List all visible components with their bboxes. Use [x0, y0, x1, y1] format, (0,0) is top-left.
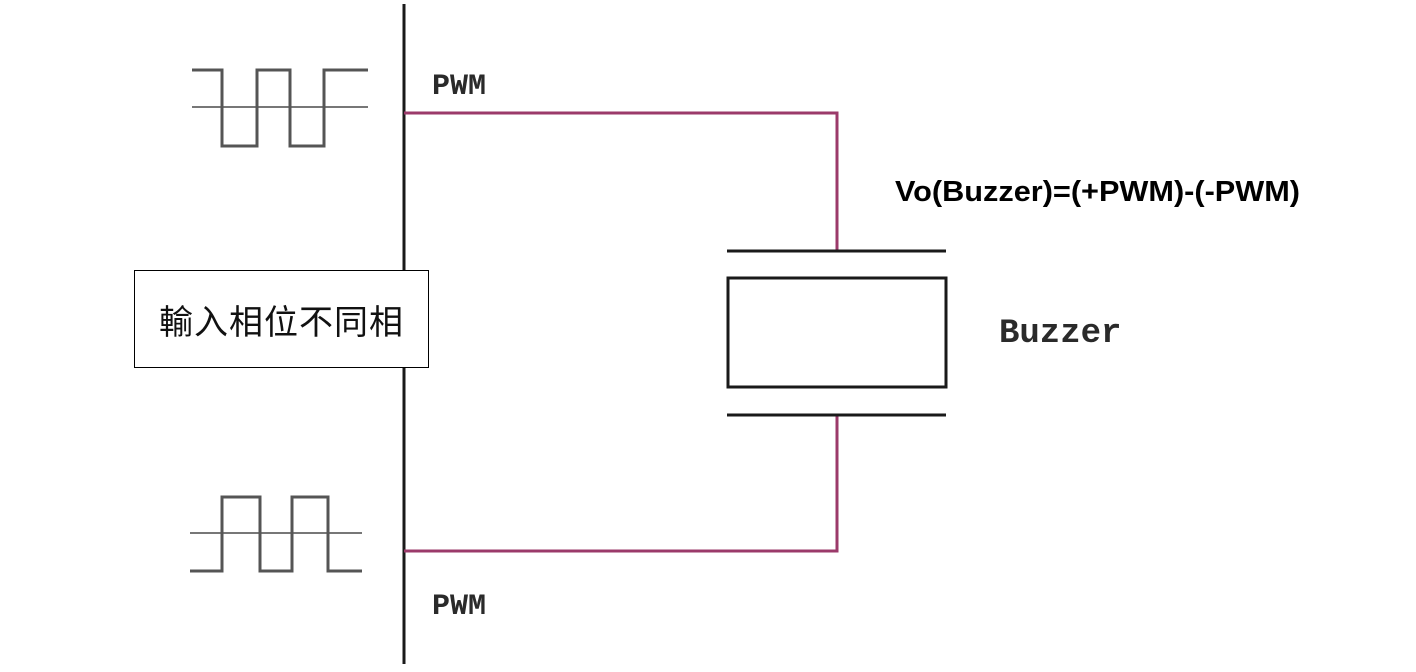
top-pwm-waveform — [192, 68, 368, 148]
output-formula: Vo(Buzzer)=(+PWM)-(-PWM) — [895, 176, 1300, 208]
buzzer-body — [726, 276, 948, 389]
phase-note-box: 輸入相位不同相 — [134, 270, 429, 368]
pwm-bottom-label: PWM — [432, 590, 486, 624]
top-wire — [404, 111, 839, 250]
buzzer-label: Buzzer — [999, 315, 1121, 353]
pwm-top-label: PWM — [432, 70, 486, 104]
phase-note-text: 輸入相位不同相 — [159, 302, 404, 343]
bottom-pwm-waveform — [190, 495, 362, 573]
bottom-wire — [404, 416, 839, 553]
buzzer-symbol — [726, 249, 948, 417]
